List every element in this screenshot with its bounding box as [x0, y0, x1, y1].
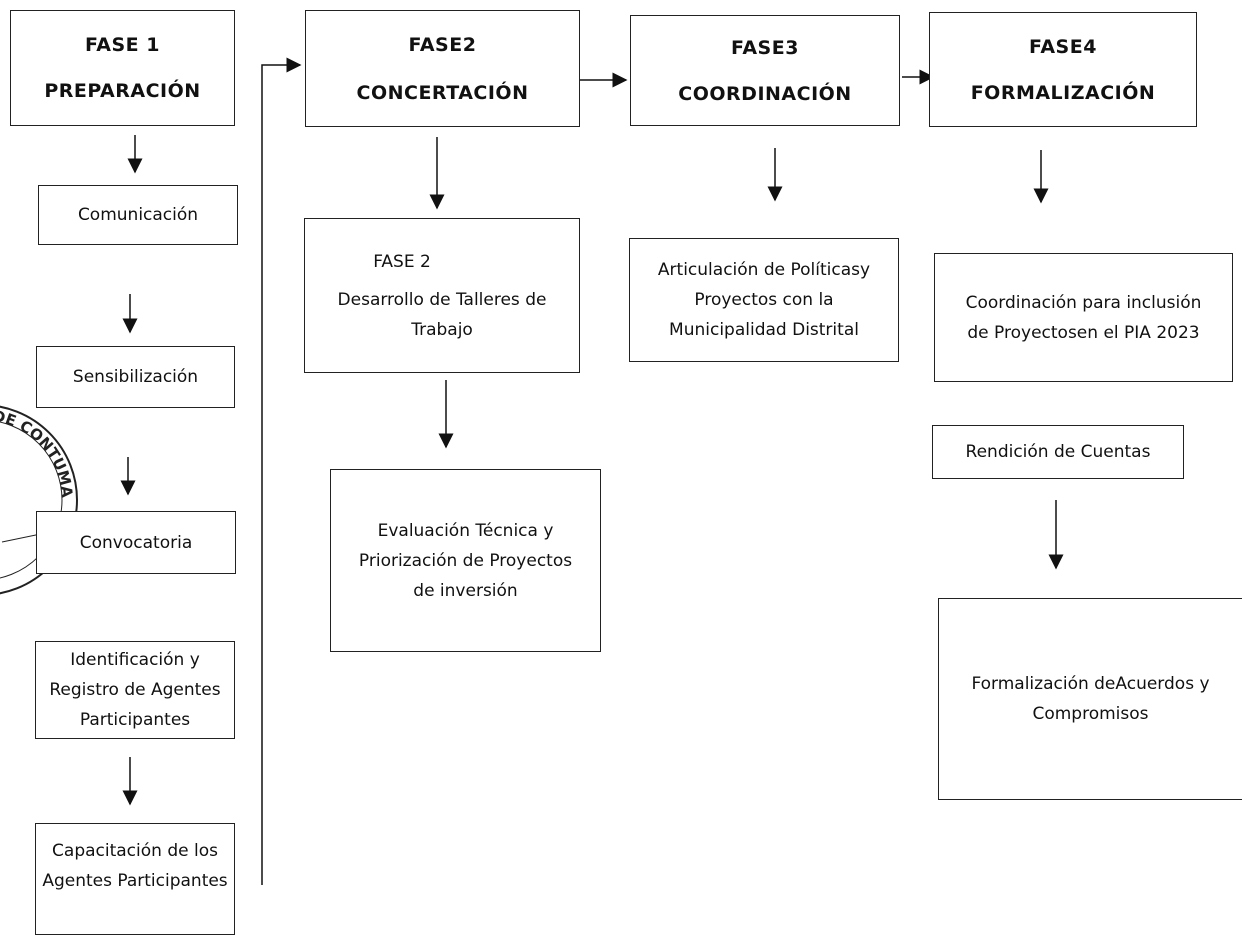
step-sensibilizacion: Sensibilización	[36, 346, 235, 408]
step-formalizacion-acuerdos: Formalización deAcuerdos y Compromisos	[938, 598, 1242, 800]
loop-connector	[261, 57, 302, 885]
phase-3-header: FASE3 COORDINACIÓN	[630, 15, 900, 126]
phase-3-title: FASE3	[731, 36, 799, 59]
step-convocatoria: Convocatoria	[36, 511, 236, 574]
step-articulacion-politicas: Articulación de Políticasy Proyectos con…	[629, 238, 899, 362]
step-identificacion-registro: Identificación y Registro de Agentes Par…	[35, 641, 235, 739]
step-coordinacion-pia: Coordinación para inclusión de Proyectos…	[934, 253, 1233, 382]
phase-4-subtitle: FORMALIZACIÓN	[970, 81, 1156, 104]
phase-1-header: FASE 1 PREPARACIÓN	[10, 10, 235, 126]
phase-4-title: FASE4	[1029, 35, 1097, 58]
phase-2-header: FASE2 CONCERTACIÓN	[305, 10, 580, 127]
phase-2-subtitle: CONCERTACIÓN	[356, 81, 529, 104]
phase-3-subtitle: COORDINACIÓN	[678, 82, 852, 105]
step-rendicion-cuentas: Rendición de Cuentas	[932, 425, 1184, 479]
seal-stamp: DE CONTUMAZA	[0, 390, 78, 595]
phase-1-subtitle: PREPARACIÓN	[44, 80, 201, 102]
step-comunicacion: Comunicación	[38, 185, 238, 245]
phase-4-header: FASE4 FORMALIZACIÓN	[929, 12, 1197, 127]
phase-2-title: FASE2	[408, 33, 477, 56]
step-evaluacion-priorizacion: Evaluación Técnica y Priorización de Pro…	[330, 469, 601, 652]
step-desarrollo-talleres: FASE 2 Desarrollo de Talleres de Trabajo	[304, 218, 580, 373]
phase-1-title: FASE 1	[84, 34, 160, 56]
step-capacitacion: Capacitación de los Agentes Participante…	[35, 823, 235, 935]
